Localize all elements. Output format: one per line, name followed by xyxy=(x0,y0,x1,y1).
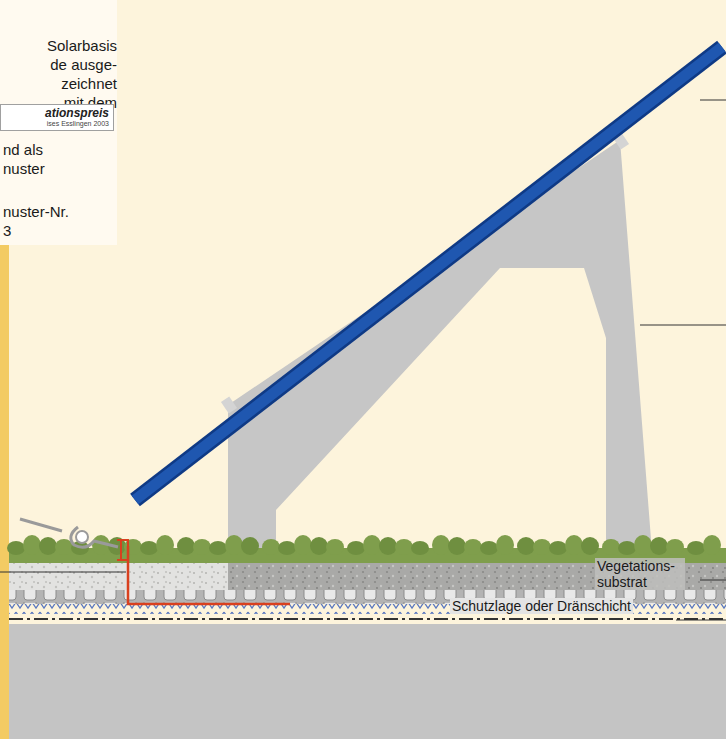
grass-tuft xyxy=(549,541,567,555)
logo-title: ationspreis xyxy=(5,107,109,120)
logo-subtitle: ises Esslingen 2003 xyxy=(5,120,109,128)
award-logo: ationspreisises Esslingen 2003 xyxy=(0,104,114,131)
grass-tuft xyxy=(581,537,599,555)
grass-tuft xyxy=(310,537,328,555)
grass-tuft xyxy=(480,541,498,555)
grass-tuft xyxy=(448,537,466,555)
grass-tuft xyxy=(703,535,721,555)
solar-base xyxy=(228,140,652,552)
grass-tuft xyxy=(124,539,142,555)
roof-slab xyxy=(9,624,726,739)
grass-tuft xyxy=(432,535,450,555)
grass-tuft xyxy=(262,539,280,555)
grass-tuft xyxy=(464,539,482,555)
layer-label: Schutzlage oder Dränschicht xyxy=(450,598,633,614)
anchor-line xyxy=(128,546,290,604)
grass-tuft xyxy=(326,539,344,555)
grass-tuft xyxy=(379,537,397,555)
grass-tuft xyxy=(395,539,413,555)
safety-hook xyxy=(20,519,118,547)
grass-tuft xyxy=(666,539,684,555)
text-panel xyxy=(0,0,117,245)
solar-panel xyxy=(135,47,722,500)
grass-tuft xyxy=(411,541,429,555)
grass-tuft xyxy=(533,539,551,555)
grass-tuft xyxy=(241,537,259,555)
grass-tuft xyxy=(634,535,652,555)
award-note: Solarbasis de ausge- zeichnet mit dem xyxy=(43,36,117,112)
sealing-line xyxy=(9,618,726,620)
grass-tuft xyxy=(650,537,668,555)
solar-panel-edge xyxy=(135,47,722,500)
substrate-light xyxy=(9,562,228,590)
layer-label: Vegetations- substrat xyxy=(595,558,685,590)
grass-tuft xyxy=(347,541,365,555)
edge-stripe xyxy=(0,245,9,739)
grass-tuft xyxy=(225,535,243,555)
grass-tuft xyxy=(496,535,514,555)
grass-tuft xyxy=(209,541,227,555)
grass-tuft xyxy=(278,541,296,555)
grass-tuft xyxy=(156,535,174,555)
grass-tuft xyxy=(517,537,535,555)
grass-tuft xyxy=(193,539,211,555)
grass-tuft xyxy=(687,541,705,555)
grass-tuft xyxy=(618,541,636,555)
grass-tuft xyxy=(7,541,25,555)
patent-number: nuster-Nr. 3 xyxy=(3,202,75,240)
grass-tuft xyxy=(294,535,312,555)
grass-tuft xyxy=(565,535,583,555)
grass-tuft xyxy=(602,539,620,555)
grass-tuft xyxy=(140,541,158,555)
anchor-bracket xyxy=(117,540,128,560)
safety-hook-eye xyxy=(76,531,88,543)
leader-lines xyxy=(0,100,726,620)
grass-tuft xyxy=(177,537,195,555)
grass-tuft xyxy=(363,535,381,555)
patent-note: nd als nuster xyxy=(3,140,53,178)
mount-pad xyxy=(221,396,237,413)
grass-tuft xyxy=(39,537,57,555)
grass-tuft xyxy=(23,535,41,555)
